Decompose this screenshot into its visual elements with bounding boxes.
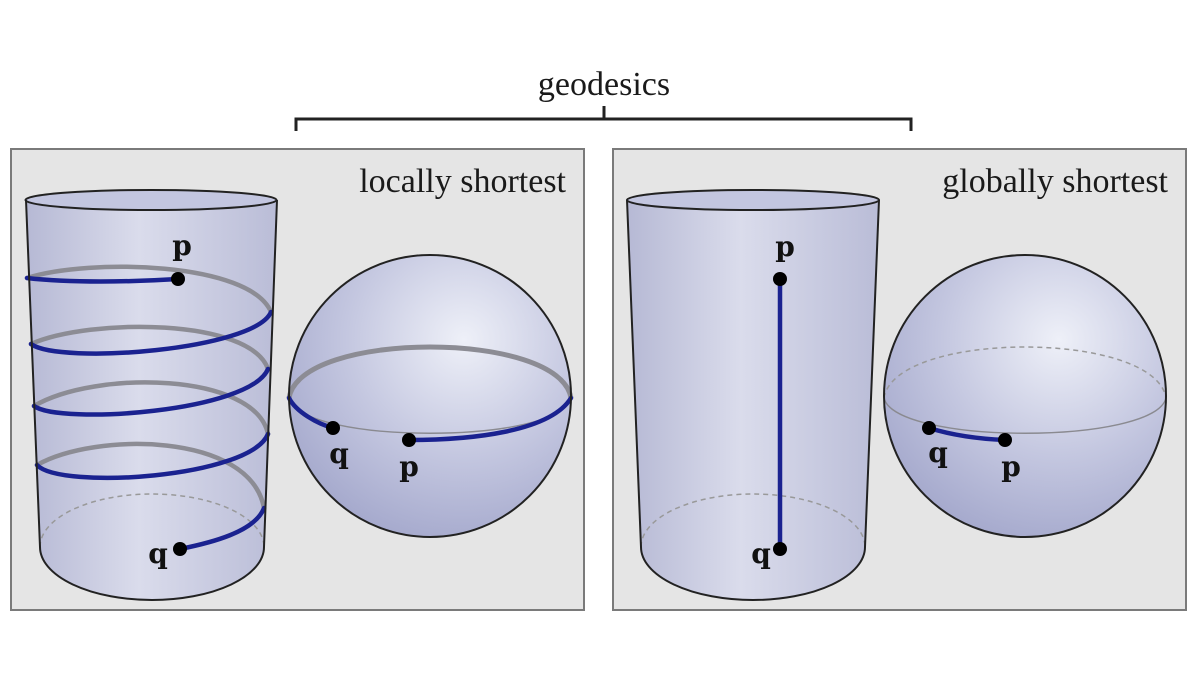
- cylinder-body: [26, 200, 277, 600]
- point-p-label: p: [1001, 450, 1021, 483]
- point-p: [773, 272, 787, 286]
- cylinder-body: [627, 200, 879, 600]
- cylinder-top-rim: [24, 189, 278, 211]
- sphere: q p: [286, 254, 574, 538]
- cylinder-top-rim: [626, 189, 880, 211]
- sphere-equator-back: [286, 344, 574, 399]
- panel-globally-shortest: globally shortest p q q p: [612, 148, 1187, 611]
- helix-back-segment: [34, 441, 267, 511]
- geodesics-heading: geodesics: [538, 66, 670, 103]
- helix-back-segment: [28, 324, 271, 372]
- point-q-label: q: [751, 537, 771, 570]
- helix-geodesic: [24, 275, 181, 284]
- point-q: [173, 542, 187, 556]
- helix-geodesic: [28, 309, 274, 356]
- point-q-label: q: [329, 437, 349, 470]
- sphere-equator-back: [883, 346, 1167, 399]
- sphere: q p: [883, 254, 1167, 538]
- sphere-outline: [883, 254, 1167, 538]
- cylinder: p q: [24, 189, 278, 601]
- cylinder-bottom-back-rim: [640, 493, 866, 548]
- helix-geodesic: [34, 431, 271, 481]
- point-q: [326, 421, 340, 435]
- helix-back-segment: [24, 264, 274, 315]
- sphere-body: [289, 255, 571, 537]
- cylinder: p q: [626, 189, 880, 601]
- point-q: [922, 421, 936, 435]
- sphere-outline: [288, 254, 572, 538]
- point-p: [998, 433, 1012, 447]
- cylinder-bottom-back-rim: [39, 493, 265, 548]
- panel-locally-shortest: locally shortest p q: [10, 148, 585, 611]
- cylinder-outline: [25, 199, 278, 601]
- point-q-label: q: [148, 537, 168, 570]
- point-p-label: p: [172, 229, 192, 262]
- helix-back-segment: [31, 380, 271, 437]
- panel-title: globally shortest: [942, 163, 1168, 200]
- helix-geodesic: [31, 366, 271, 417]
- sphere-body: [884, 255, 1166, 537]
- point-p-label: p: [399, 450, 419, 483]
- point-q-label: q: [928, 436, 948, 469]
- point-p: [402, 433, 416, 447]
- cylinder-outline: [626, 199, 880, 601]
- sphere-equator-front: [883, 397, 1167, 434]
- point-p-label: p: [775, 230, 795, 263]
- panel-title: locally shortest: [359, 163, 566, 200]
- point-q: [773, 542, 787, 556]
- sphere-great-circle-geodesic: [406, 395, 574, 443]
- geodesics-bracket: [294, 106, 913, 131]
- helix-geodesic: [177, 505, 267, 552]
- point-p: [171, 272, 185, 286]
